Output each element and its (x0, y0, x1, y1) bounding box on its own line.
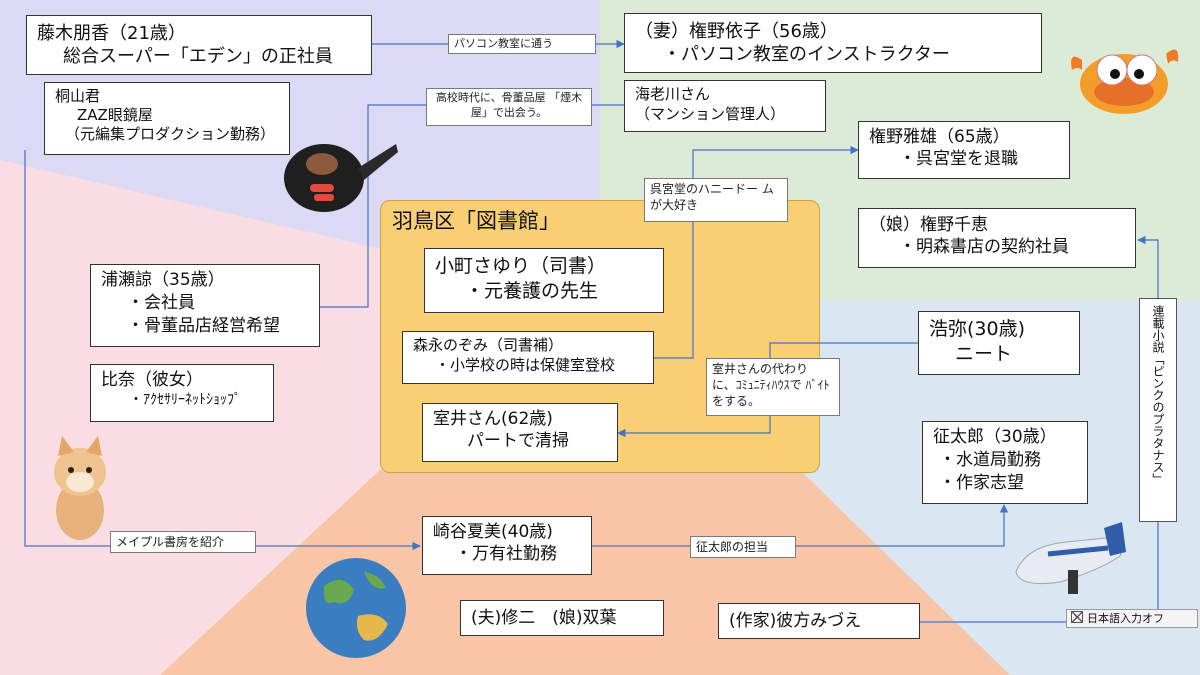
fujiki-detail: 総合スーパー「エデン」の正社員 (63, 46, 333, 68)
person-ebina: 海老川さん （マンション管理人） (624, 80, 826, 132)
sakiya-name: 崎谷夏美(40歳) (433, 522, 553, 542)
label-antique-line1: 高校時代に、骨董品屋 (435, 91, 546, 104)
label-serial-novel: 連載小説「ピンクのプラタナス」 (1139, 298, 1177, 522)
kiriyama-shop: ZAZ眼鏡屋 (77, 105, 153, 124)
kiriyama-name: 桐山君 (55, 87, 101, 105)
crab-figure-icon (1071, 49, 1179, 114)
library-morinaga: 森永のぞみ（司書補） ・小学校の時は保健室登校 (402, 331, 654, 384)
seitaro-job: ・水道局勤務 (939, 449, 1041, 470)
ebina-role: （マンション管理人） (635, 104, 786, 123)
ebina-name: 海老川さん (635, 85, 711, 103)
ime-mode-icon[interactable] (1071, 611, 1083, 623)
seitaro-goal: ・作家志望 (939, 472, 1024, 493)
label-honey-line2: ムが大好き (650, 182, 774, 213)
label-muroi-line2: に、ｺﾐｭﾆﾃｨﾊｳｽで (712, 378, 802, 393)
label-muroi-line3: ﾊﾞｲﾄをする。 (712, 378, 830, 409)
person-yoriko: （妻）権野依子（56歳） ・パソコン教室のインストラクター (624, 13, 1042, 73)
person-masao: 権野雅雄（65歳） ・呉宮堂を退職 (858, 121, 1070, 179)
seitaro-name: 征太郎（30歳） (933, 427, 1057, 447)
library-muroi: 室井さん(62歳) パートで清掃 (422, 403, 618, 462)
koya-name: 浩弥(30歳) (929, 318, 1026, 340)
kiriyama-former-job: （元編集プロダクション勤務） (65, 124, 276, 143)
label-muroi-line1: 室井さんの代わり (712, 362, 809, 376)
komachi-name: 小町さゆり（司書） (435, 255, 607, 277)
label-antique-line2: 「煙木屋」で出会う。 (470, 91, 583, 119)
yoriko-name: （妻）権野依子（56歳） (635, 21, 838, 42)
frying-pan-figure-icon (284, 144, 398, 212)
label-muroi-substitute: 室井さんの代わり に、ｺﾐｭﾆﾃｨﾊｳｽで ﾊﾞｲﾄをする。 (706, 358, 840, 416)
morinaga-detail: ・小学校の時は保健室登校 (435, 355, 616, 374)
masao-name: 権野雅雄（65歳） (869, 127, 1010, 147)
person-sakiya: 崎谷夏美(40歳) ・万有社勤務 (422, 516, 592, 575)
label-maple-shobo: メイプル書房を紹介 (110, 531, 256, 553)
person-koya: 浩弥(30歳) ニート (918, 311, 1080, 375)
koya-status: ニート (955, 342, 1013, 365)
cat-figure-icon (54, 436, 106, 540)
fujiki-name: 藤木朋香（21歳） (37, 23, 186, 44)
muroi-name: 室井さん(62歳) (433, 409, 553, 429)
label-in-charge: 征太郎の担当 (690, 536, 796, 558)
person-seitaro: 征太郎（30歳） ・水道局勤務 ・作家志望 (922, 421, 1088, 504)
person-hina: 比奈（彼女） ・ｱｸｾｻﾘｰﾈｯﾄｼｮｯﾌﾟ (90, 364, 274, 422)
family-text: (夫)修二 (娘)双葉 (471, 608, 617, 628)
morinaga-name: 森永のぞみ（司書補） (413, 336, 564, 354)
ochikata-text: (作家)彼方みづえ (729, 611, 862, 631)
earth-globe-icon (306, 558, 406, 658)
muroi-detail: パートで清掃 (467, 431, 569, 452)
library-komachi: 小町さゆり（司書） ・元養護の先生 (424, 248, 664, 313)
label-antique-shop: 高校時代に、骨董品屋 「煙木屋」で出会う。 (426, 88, 592, 126)
library-title: 羽鳥区「図書館」 (392, 209, 560, 233)
komachi-detail: ・元養護の先生 (465, 279, 599, 302)
ime-status-text: 日本語入力オフ (1087, 612, 1164, 625)
hina-detail: ・ｱｸｾｻﾘｰﾈｯﾄｼｮｯﾌﾟ (129, 392, 241, 409)
label-pc-class: パソコン教室に通う (448, 34, 596, 54)
label-honey-line1: 呉宮堂のハニードー (650, 182, 759, 196)
urase-name: 浦瀬諒（35歳） (101, 270, 225, 290)
person-urase: 浦瀬諒（35歳） ・会社員 ・骨董品店経営希望 (90, 264, 320, 347)
sakiya-job: ・万有社勤務 (455, 544, 557, 565)
person-chie: （娘）権野千恵 ・明森書店の契約社員 (858, 208, 1136, 268)
ime-status-bar[interactable]: 日本語入力オフ (1066, 609, 1198, 628)
person-ochikata: (作家)彼方みづえ (718, 603, 920, 639)
person-family: (夫)修二 (娘)双葉 (460, 600, 664, 636)
chie-detail: ・明森書店の契約社員 (899, 237, 1069, 258)
label-honey-dome: 呉宮堂のハニードー ムが大好き (644, 178, 788, 222)
airplane-figure-icon (1015, 522, 1126, 594)
person-fujiki: 藤木朋香（21歳） 総合スーパー「エデン」の正社員 (26, 15, 372, 75)
chie-name: （娘）権野千恵 (869, 215, 988, 235)
urase-job: ・会社員 (127, 292, 195, 313)
masao-detail: ・呉宮堂を退職 (899, 149, 1018, 170)
person-kiriyama: 桐山君 ZAZ眼鏡屋 （元編集プロダクション勤務） (44, 82, 290, 155)
urase-wish: ・骨董品店経営希望 (127, 315, 280, 336)
hina-name: 比奈（彼女） (101, 370, 203, 390)
yoriko-detail: ・パソコン教室のインストラクター (663, 44, 950, 66)
